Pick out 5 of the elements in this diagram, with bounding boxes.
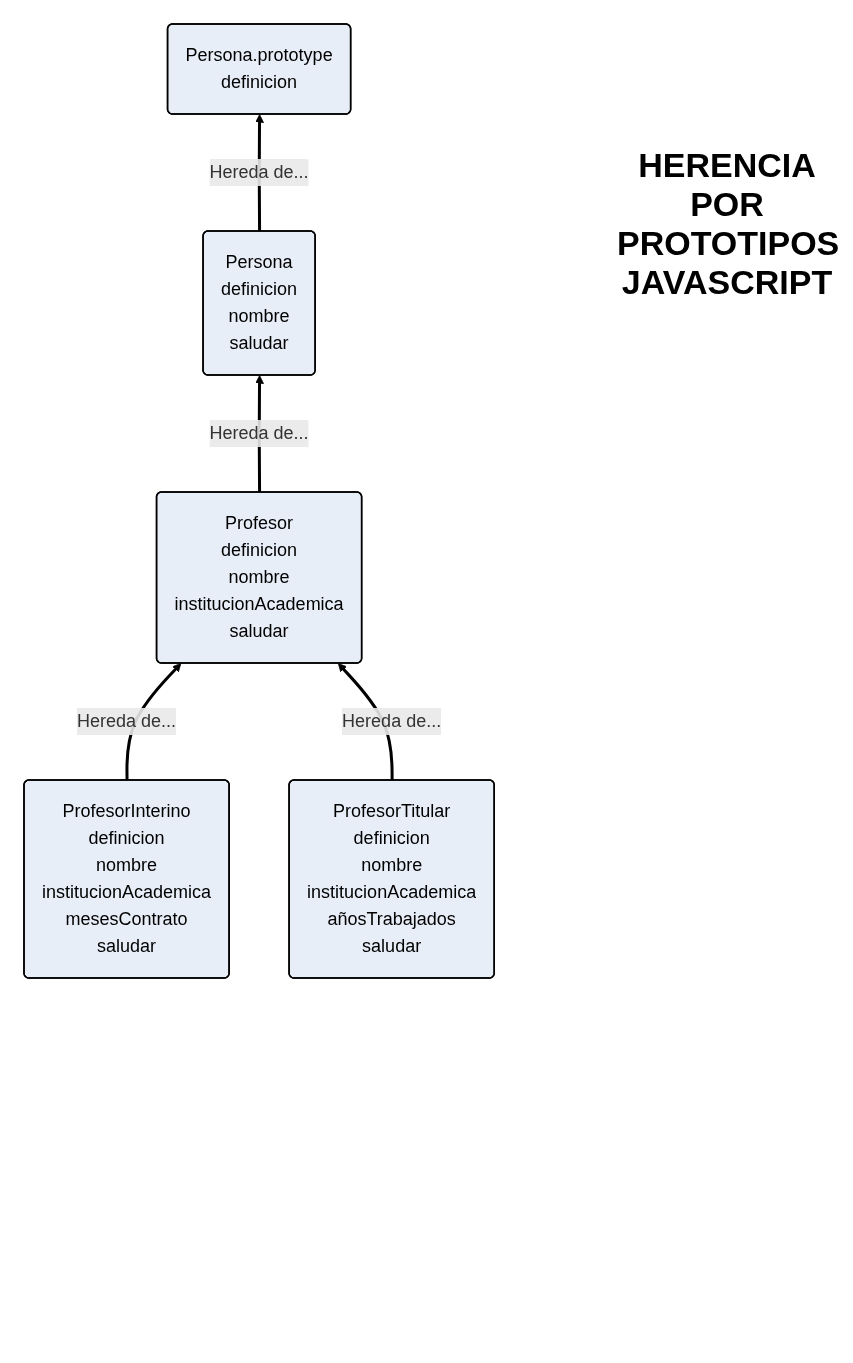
diagram-title: HERENCIA POR PROTOTIPOS JAVASCRIPT [617,146,837,302]
edge-label: Hereda de... [77,711,177,731]
edge-label: Hereda de... [209,162,309,182]
edge-label: Hereda de... [209,423,309,443]
edge-label: Hereda de... [342,711,442,731]
